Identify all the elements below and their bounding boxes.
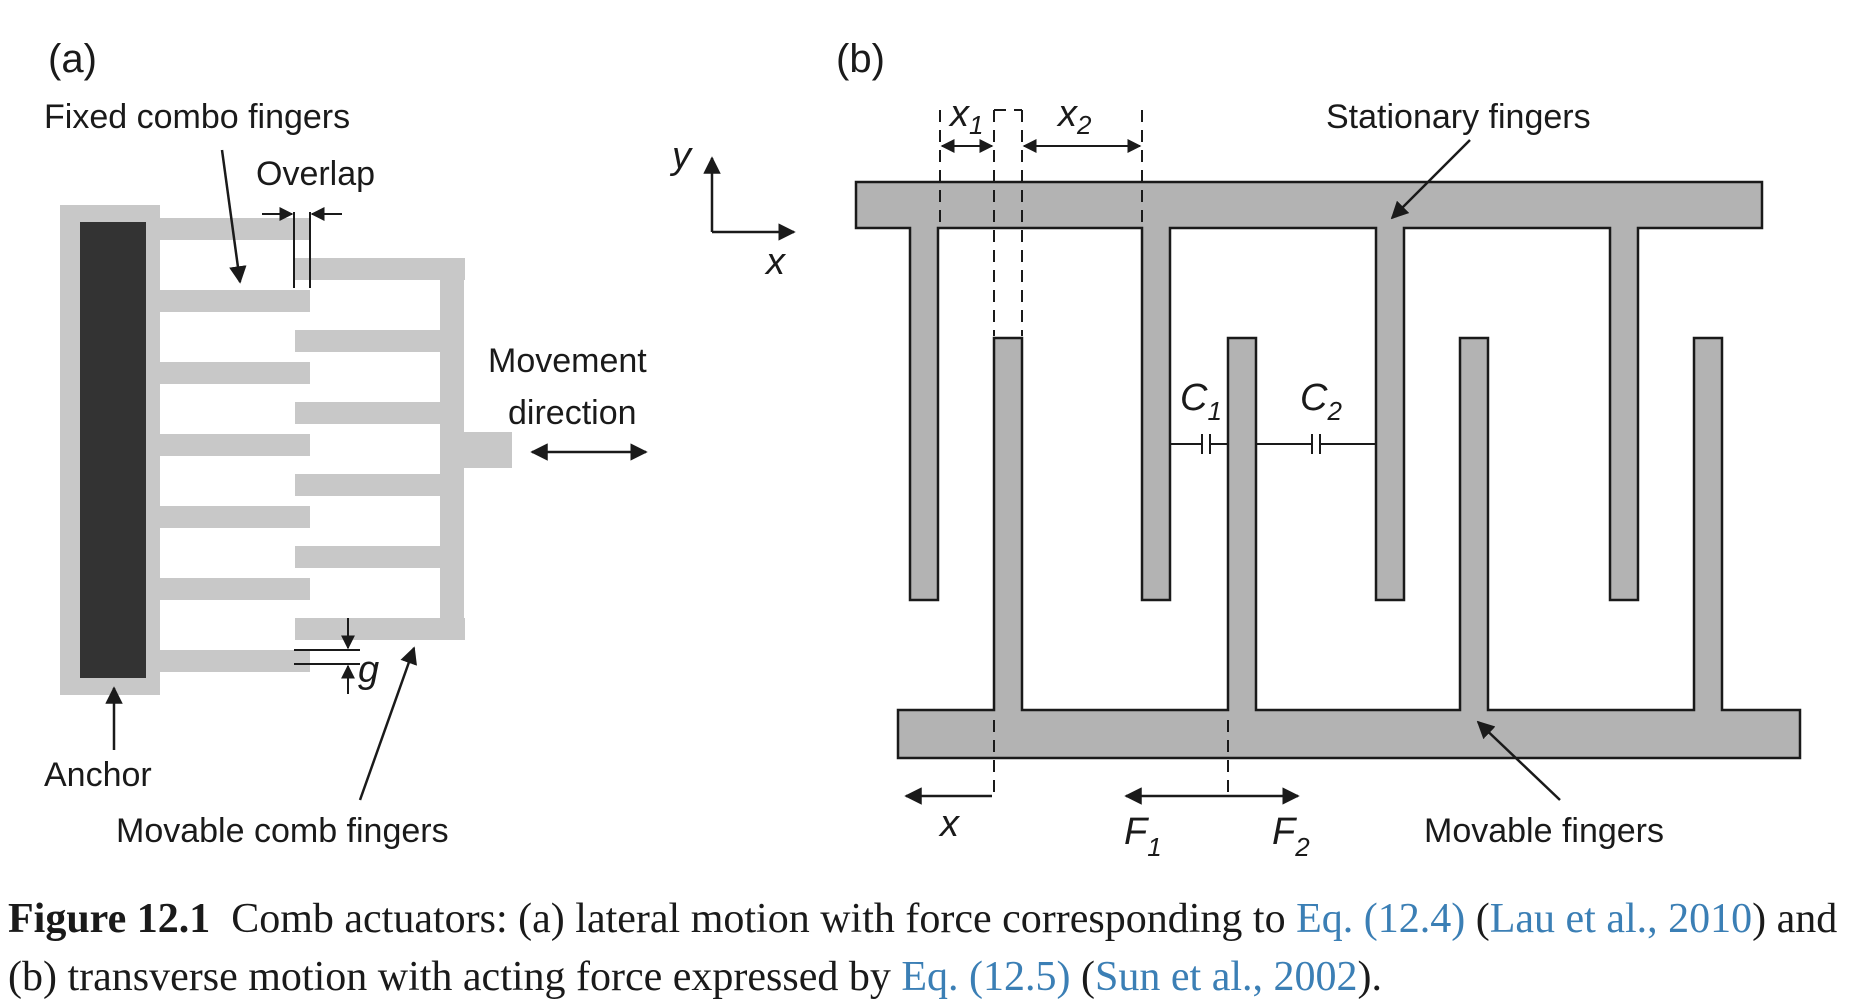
c2-label: C2 bbox=[1300, 377, 1342, 426]
x-axis-label: x bbox=[764, 241, 787, 283]
figure-number: Figure 12.1 bbox=[8, 896, 211, 942]
sun-2002-link[interactable]: Sun et al., 2002 bbox=[1095, 954, 1358, 1000]
anchor-block bbox=[80, 222, 146, 678]
panel-a-label: (a) bbox=[48, 37, 97, 81]
movable-fingers-arrow bbox=[358, 646, 417, 801]
eq-12-5-link[interactable]: Eq. (12.5) bbox=[901, 954, 1071, 1000]
panel-a: (a) Fixed combo fingers O bbox=[44, 37, 648, 850]
eq-12-4-link[interactable]: Eq. (12.4) bbox=[1296, 896, 1466, 942]
caption-text-5: ). bbox=[1357, 954, 1383, 1000]
anchor-label: Anchor bbox=[44, 756, 152, 794]
capacitor-c2 bbox=[1256, 434, 1376, 454]
f2-label: F2 bbox=[1272, 811, 1310, 862]
overlap-label: Overlap bbox=[256, 155, 375, 193]
gap-label: g bbox=[358, 649, 379, 691]
lau-2010-link[interactable]: Lau et al., 2010 bbox=[1489, 896, 1753, 942]
fixed-fingers-label: Fixed combo fingers bbox=[44, 98, 350, 136]
f1-label: F1 bbox=[1124, 811, 1162, 862]
caption-text-4: ( bbox=[1070, 954, 1096, 1000]
caption-text-1: Comb actuators: (a) lateral motion with … bbox=[231, 896, 1297, 942]
movement-label-1: Movement bbox=[488, 342, 647, 380]
c1-label: C1 bbox=[1180, 377, 1222, 426]
displacement-label: x bbox=[938, 803, 961, 845]
x2-label: x2 bbox=[1056, 93, 1092, 140]
movable-fingers-b-arrow bbox=[1476, 720, 1561, 801]
stationary-comb bbox=[854, 180, 1764, 602]
capacitor-c1 bbox=[1170, 434, 1228, 454]
caption-text-2: ( bbox=[1465, 896, 1490, 942]
y-axis-label: y bbox=[669, 135, 693, 177]
movement-label-2: direction bbox=[508, 394, 637, 432]
fixed-fingers-arrow bbox=[220, 149, 247, 284]
caption-text-3: ) and (b) transverse motion with acting … bbox=[8, 896, 1838, 1000]
figure-caption: Figure 12.1 Comb actuators: (a) lateral … bbox=[8, 890, 1848, 1006]
movable-fingers-label: Movable comb fingers bbox=[116, 812, 449, 850]
movable-comb bbox=[295, 258, 512, 640]
movable-comb-b bbox=[896, 336, 1802, 760]
stationary-fingers-label: Stationary fingers bbox=[1326, 98, 1591, 136]
x1-label: x1 bbox=[948, 93, 983, 140]
stationary-fingers-arrow bbox=[1390, 139, 1471, 220]
dimension-guides bbox=[939, 109, 1229, 798]
movable-fingers-b-label: Movable fingers bbox=[1424, 812, 1664, 850]
panel-b-label: (b) bbox=[836, 37, 885, 81]
panel-b: (b) y x x1 x2 Stationary fingers bbox=[669, 37, 1802, 862]
comb-actuator-figure: (a) Fixed combo fingers O bbox=[44, 37, 1802, 862]
